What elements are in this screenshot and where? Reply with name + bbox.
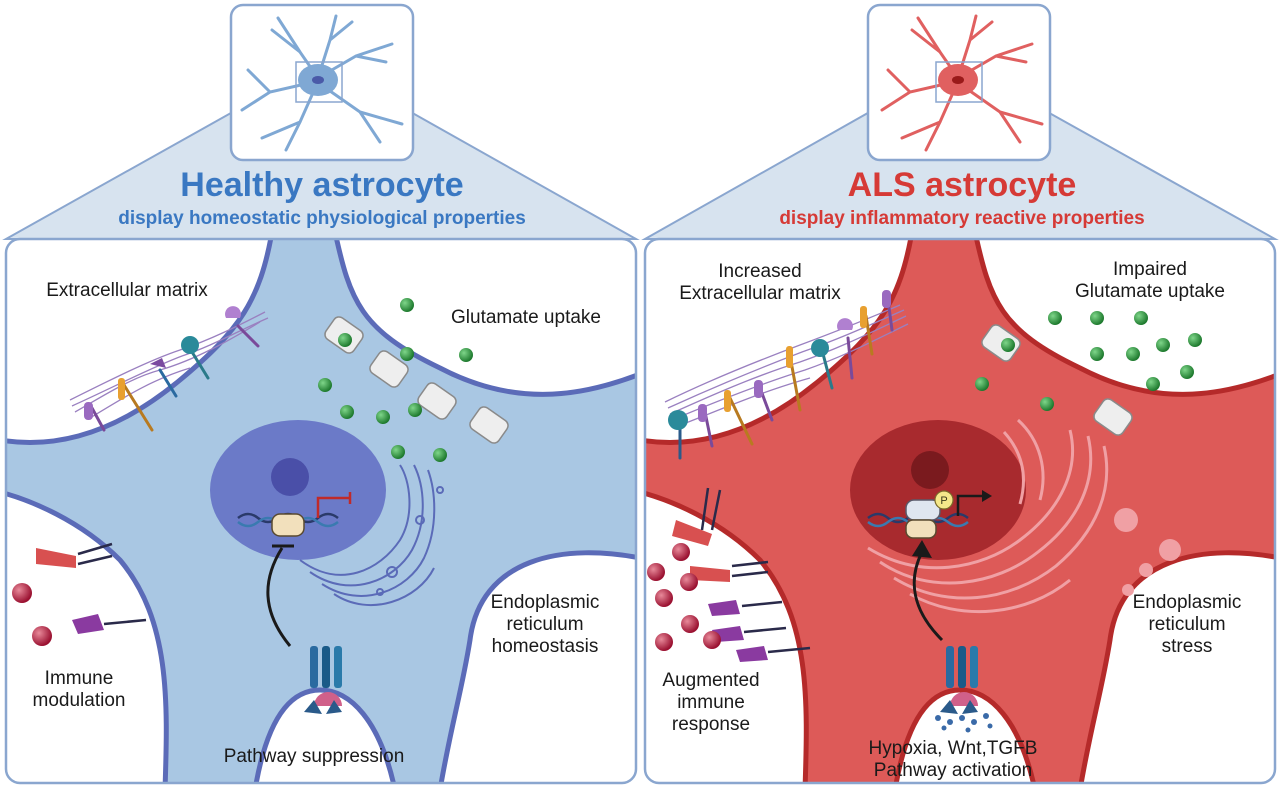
als-ecm-fibers <box>664 304 909 427</box>
healthy-golgi-er <box>299 464 444 607</box>
als-immune-label-1: Augmented <box>662 670 760 691</box>
healthy-inset-nucleus <box>312 76 324 84</box>
als-phospho-circle <box>934 490 954 510</box>
als-ecm-label-2: Extracellular matrix <box>679 283 841 304</box>
healthy-er-label-3: homeostasis <box>491 636 599 657</box>
als-immune-label-3: response <box>671 714 751 735</box>
healthy-pathway-receptor <box>304 646 342 714</box>
als-panel: P <box>641 3 1279 785</box>
healthy-zoom-square <box>295 61 343 103</box>
als-pathway-ligands <box>935 713 993 733</box>
als-er-label-1: Endoplasmic <box>1132 592 1242 613</box>
healthy-astrocyte-icon <box>240 14 404 152</box>
als-er-label-3: stress <box>1161 636 1213 657</box>
als-pathway-label-1: Hypoxia, Wnt,TGFB <box>868 738 1038 759</box>
healthy-subtitle: display homeostatic physiological proper… <box>118 208 526 229</box>
als-ecm-receptors <box>668 290 894 460</box>
als-activation-arrow <box>912 551 944 642</box>
healthy-glutamate-transporters <box>324 316 509 444</box>
als-inset-nucleus <box>952 76 964 84</box>
healthy-panel-border <box>4 237 638 785</box>
als-glutamate-transporters <box>981 324 1133 436</box>
als-pathway-label-2: Pathway activation <box>873 760 1033 781</box>
healthy-title: Healthy astrocyte <box>180 166 464 204</box>
als-nucleolus <box>911 451 949 489</box>
healthy-ecm-label: Extracellular matrix <box>46 280 208 301</box>
als-ecm-label-1: Increased <box>718 261 802 282</box>
als-zoom-square <box>935 61 983 103</box>
als-immune-receptors <box>672 487 811 662</box>
als-activation-arrow-mark <box>956 494 984 516</box>
healthy-immune-label-2: modulation <box>32 690 126 711</box>
als-er-vesicles <box>1114 508 1181 596</box>
healthy-ecm-receptors <box>84 306 260 432</box>
als-nucleus <box>850 420 1026 560</box>
als-astrocyte-icon <box>880 14 1044 152</box>
healthy-er-label-2: reticulum <box>506 614 584 635</box>
als-pathway-receptor <box>940 646 978 714</box>
als-panel-border <box>643 237 1277 785</box>
healthy-er-label-1: Endoplasmic <box>490 592 600 613</box>
als-glutamate-label-2: Glutamate uptake <box>1075 281 1225 302</box>
healthy-panel <box>2 3 640 785</box>
als-cytokines <box>647 543 721 651</box>
healthy-repression-mark <box>316 492 352 518</box>
healthy-glutamate-molecules <box>318 298 473 462</box>
healthy-immune-receptors <box>36 542 147 634</box>
healthy-pathway-label: Pathway suppression <box>223 746 405 767</box>
als-glutamate-molecules <box>975 311 1202 411</box>
healthy-glutamate-label: Glutamate uptake <box>451 307 601 328</box>
healthy-nucleolus <box>271 458 309 496</box>
healthy-cytokines <box>12 583 52 646</box>
als-immune-label-2: immune <box>677 692 745 713</box>
als-er-stress <box>867 418 1109 614</box>
healthy-immune-label-1: Immune <box>44 668 114 689</box>
healthy-transcription-factor <box>271 513 305 537</box>
als-title: ALS astrocyte <box>847 166 1077 204</box>
healthy-suppression-arrow <box>266 547 292 647</box>
als-phospho-mark: P <box>940 495 947 507</box>
als-glutamate-label-1: Impaired <box>1113 259 1187 280</box>
als-er-label-2: reticulum <box>1148 614 1226 635</box>
als-subtitle: display inflammatory reactive properties <box>779 208 1145 229</box>
